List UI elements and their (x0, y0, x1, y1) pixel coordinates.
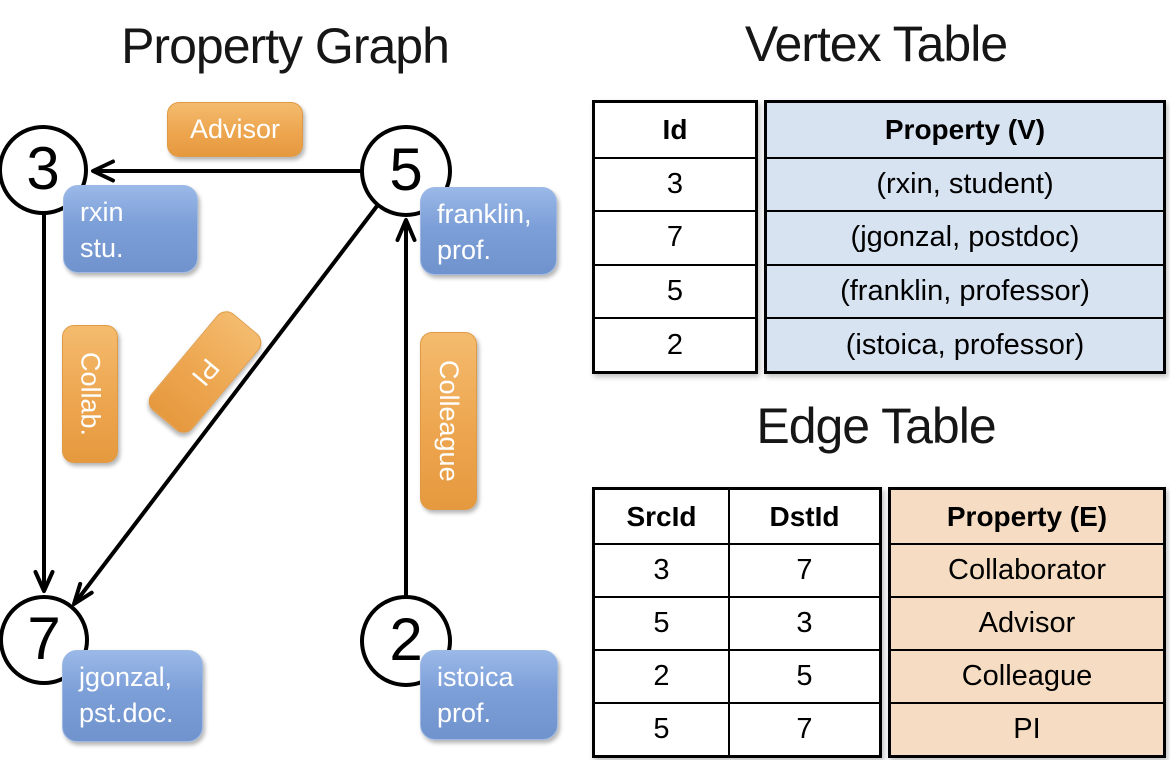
table-cell: Advisor (891, 596, 1163, 649)
node-id-3: 3 (26, 135, 60, 203)
table-cell: (istoica, professor) (767, 317, 1163, 371)
edge-table-property-column: Property (E) Collaborator Advisor Collea… (888, 487, 1166, 758)
table-cell: (jgonzal, postdoc) (767, 210, 1163, 264)
table-cell: 5 (728, 649, 879, 702)
edge-table: SrcId DstId 3 7 5 3 2 5 5 7 Property (E)… (592, 487, 1166, 758)
vertex-table: Id 3 7 5 2 Property (V) (rxin, student) … (592, 100, 1166, 374)
vertex-table-property-column: Property (V) (rxin, student) (jgonzal, p… (764, 100, 1166, 374)
vertex-table-header-property: Property (V) (884, 113, 1046, 145)
edge-table-header-property: Property (E) (946, 500, 1108, 532)
vertex-property-box-7: jgonzal, pst.doc. (62, 650, 203, 742)
table-cell: 5 (595, 596, 728, 649)
vertex-property-line: prof. (437, 698, 492, 729)
table-cell: 7 (728, 702, 879, 755)
edge-label-collab: Collab. (62, 325, 118, 463)
table-cell: (rxin, student) (767, 156, 1163, 211)
vertex-property-line: jgonzal, (79, 662, 173, 692)
edge-table-title: Edge Table (756, 398, 996, 454)
node-id-5: 5 (389, 136, 423, 204)
arrowhead-colleague (395, 218, 417, 242)
vertex-property-line: stu. (80, 233, 124, 264)
table-cell: (franklin, professor) (767, 263, 1163, 318)
node-id-2: 2 (389, 606, 423, 674)
table-cell: 3 (728, 596, 879, 649)
edge-label-colleague: Colleague (420, 332, 477, 510)
vertex-property-line: rxin (80, 197, 124, 227)
vertex-table-title: Vertex Table (744, 16, 1008, 72)
table-cell: 3 (595, 543, 728, 596)
table-cell: PI (891, 702, 1163, 755)
vertex-table-header-id: Id (662, 113, 688, 145)
table-cell: 2 (595, 649, 728, 702)
table-cell: 7 (595, 210, 755, 264)
vertex-property-line: pst.doc. (79, 698, 174, 729)
table-cell: 7 (728, 543, 879, 596)
edge-table-header-dstid: DstId (728, 490, 879, 543)
vertex-table-id-column: Id 3 7 5 2 (592, 100, 758, 374)
vertex-property-box-5: franklin, prof. (420, 187, 557, 275)
vertex-property-line: franklin, (437, 199, 532, 229)
edge-table-id-columns: SrcId DstId 3 7 5 3 2 5 5 7 (592, 487, 882, 758)
vertex-property-box-2: istoica prof. (420, 650, 558, 740)
edge-pi-line (73, 204, 379, 605)
arrowhead-pi (72, 581, 94, 606)
table-cell: Collaborator (891, 543, 1163, 596)
table-cell: Colleague (891, 649, 1163, 702)
table-cell: 5 (595, 263, 755, 318)
vertex-property-line: prof. (437, 235, 492, 266)
table-cell: 2 (595, 317, 755, 371)
edge-label-advisor: Advisor (167, 102, 303, 157)
node-id-7: 7 (27, 605, 61, 673)
table-cell: 3 (595, 156, 755, 211)
arrowhead-advisor (91, 159, 115, 183)
arrowhead-collab (33, 570, 55, 593)
table-cell: 5 (595, 702, 728, 755)
property-graph-title: Property Graph (121, 18, 450, 74)
vertex-property-box-3: rxin stu. (63, 185, 198, 273)
edge-table-header-srcid: SrcId (626, 500, 697, 532)
vertex-property-line: istoica (437, 662, 514, 692)
